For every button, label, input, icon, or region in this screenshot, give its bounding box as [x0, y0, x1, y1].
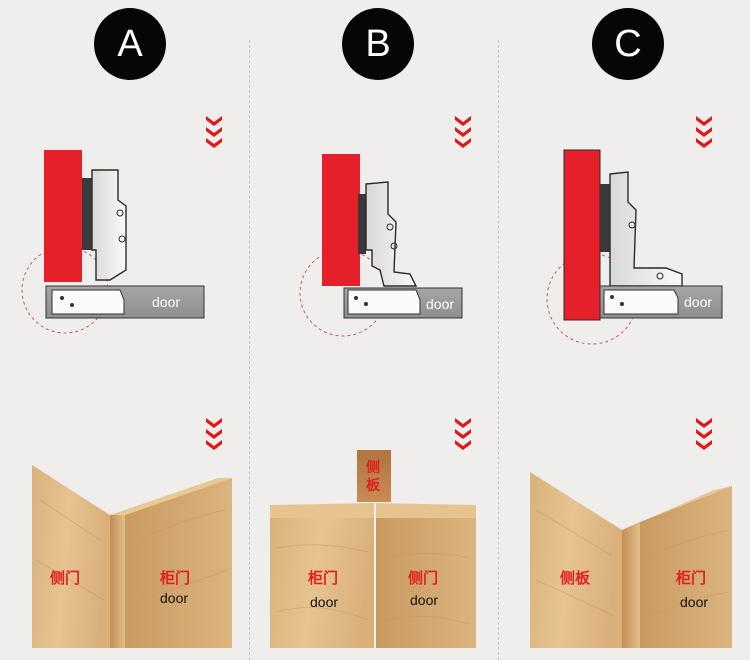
wood-label-cn: 柜门: [676, 570, 707, 587]
wood-label-cn: 侧板: [560, 570, 591, 587]
wood-label-en: door: [680, 594, 709, 610]
side-panel-label: 侧板: [366, 459, 380, 493]
wood-label-en: door: [410, 592, 439, 608]
wood-label-cn: 柜门: [160, 570, 191, 587]
hinge-diagram: [21, 150, 205, 334]
panel-b: B door 侧板 柜门 door 侧门 door: [250, 0, 500, 660]
wood-corner-illustration: [530, 472, 732, 648]
panel-letter-badge: A: [94, 8, 166, 80]
panel-divider: [249, 40, 250, 660]
wood-flush-illustration: [270, 450, 476, 648]
wood-label-en: door: [160, 590, 189, 606]
panel-c: C door 侧板 柜门 door: [500, 0, 750, 660]
wood-corner-illustration: [32, 465, 232, 648]
panel-a: A door 侧门 柜门 door: [0, 0, 250, 660]
door-label: door: [684, 294, 713, 310]
panel-divider: [498, 40, 499, 660]
wood-label-cn: 侧门: [408, 570, 439, 587]
door-label: door: [426, 296, 455, 312]
wood-label-cn: 侧门: [50, 570, 81, 587]
panel-letter-badge: B: [342, 8, 414, 80]
wood-label-cn: 柜门: [308, 570, 339, 587]
hinge-diagram: [299, 154, 463, 337]
door-label: door: [152, 294, 181, 310]
wood-label-en: door: [310, 594, 339, 610]
panel-letter-badge: C: [592, 8, 664, 80]
hinge-diagram: [546, 149, 723, 345]
